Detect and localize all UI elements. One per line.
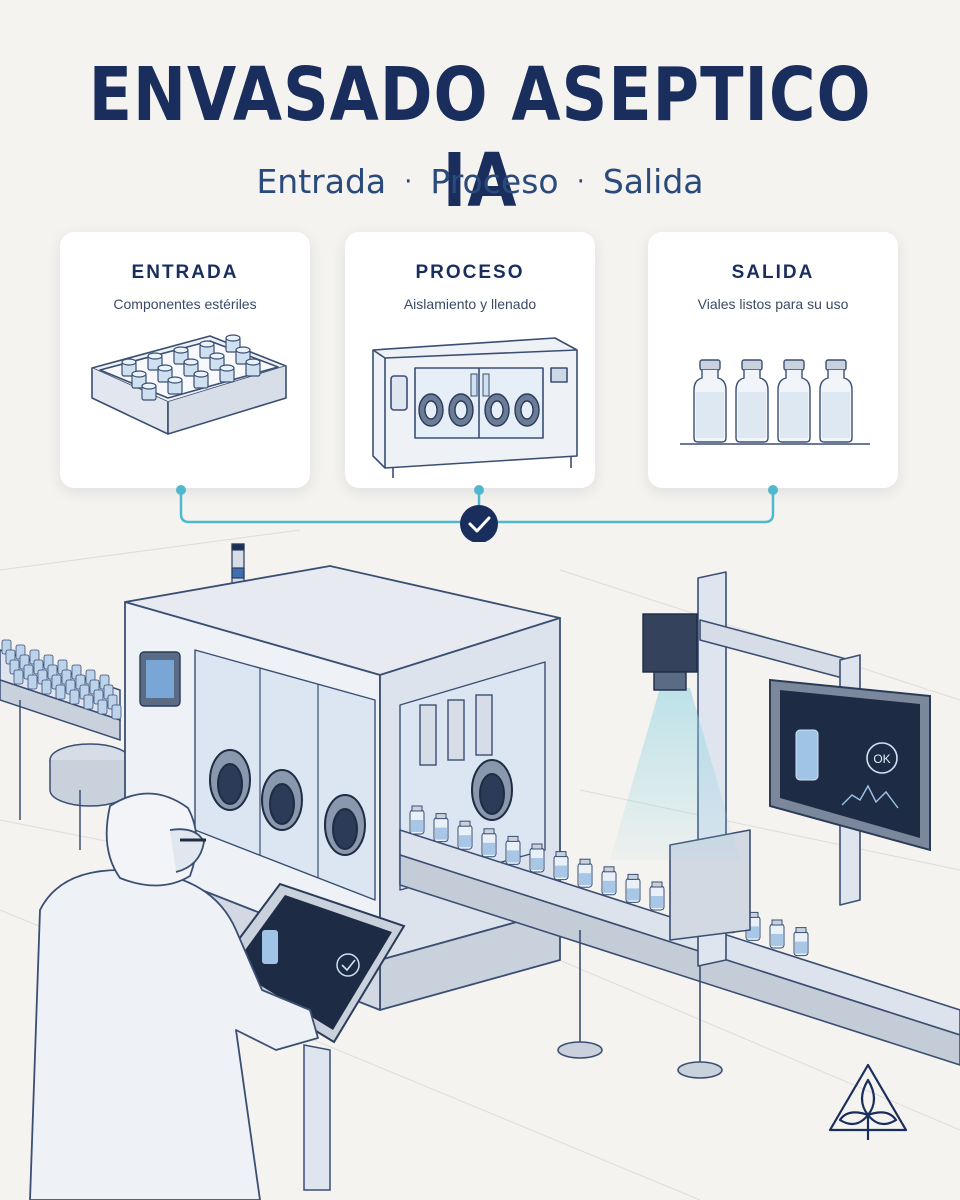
isolator-machine-icon: [372, 337, 578, 478]
inspection-camera-icon: [642, 613, 698, 691]
flower-triangle-logo-icon: [828, 1063, 908, 1140]
glove-port-icon: [261, 769, 303, 831]
glove-port-icon: [324, 794, 366, 856]
subtitle-separator: ·: [404, 167, 413, 197]
conveyor-vial: [433, 813, 449, 843]
conveyor-vial: [793, 927, 809, 957]
card-description: Aislamiento y llenado: [403, 296, 537, 312]
glove-port-icon: [471, 759, 513, 821]
conveyor-vial: [481, 828, 497, 858]
process-subtitle: Entrada · Proceso · Salida: [0, 162, 960, 201]
infeed-vial: [83, 694, 94, 710]
tray-vial: [235, 346, 251, 365]
output-vial-icon: [693, 359, 727, 443]
tray-vial: [167, 376, 183, 395]
infeed-vial: [27, 674, 38, 690]
production-line-scene: OK: [0, 529, 960, 1200]
machine-hmi-screen: [139, 651, 181, 707]
conveyor-vial: [553, 851, 569, 881]
glove-port-icon: [484, 393, 510, 427]
monitor-status: OK: [873, 752, 890, 766]
tray-vial: [219, 364, 235, 383]
card-entrada: ENTRADA Componentes estériles: [60, 232, 310, 488]
tray-vial: [121, 358, 137, 377]
subtitle-step-salida: Salida: [602, 162, 704, 201]
output-vial-icon: [735, 359, 769, 443]
card-title: SALIDA: [731, 262, 815, 283]
process-connector: [176, 485, 778, 542]
tray-vial: [193, 370, 209, 389]
infeed-vial: [111, 704, 122, 720]
page-title: ENVASADO ASEPTICO IA: [88, 52, 872, 224]
check-circle-icon: [460, 505, 498, 542]
subtitle-step-proceso: Proceso: [430, 162, 559, 201]
glove-port-icon: [209, 749, 251, 811]
conveyor-vial: [649, 881, 665, 911]
conveyor-vial: [409, 805, 425, 835]
filling-heads: [419, 694, 493, 766]
card-title: ENTRADA: [131, 262, 239, 283]
card-description: Viales listos para su uso: [697, 296, 849, 312]
output-vial-icon: [819, 359, 853, 443]
vials-icon: [680, 359, 870, 445]
tray-vial: [245, 358, 261, 377]
conveyor-vial: [577, 858, 593, 888]
operator-figure: [29, 792, 319, 1200]
card-salida: SALIDA Viales listos para su uso: [648, 232, 898, 488]
tray-vial: [141, 382, 157, 401]
infeed-vial: [41, 679, 52, 695]
infeed-vial: [13, 669, 24, 685]
conveyor-vial: [505, 835, 521, 865]
vial-tray-icon: [91, 334, 287, 435]
card-proceso: PROCESO Aislamiento y llenado: [345, 232, 595, 488]
glove-port-icon: [514, 393, 540, 427]
output-vial-icon: [777, 359, 811, 443]
card-title: PROCESO: [415, 262, 525, 283]
conveyor-vial: [529, 843, 545, 873]
subtitle-step-entrada: Entrada: [256, 162, 387, 201]
conveyor-vial: [457, 820, 473, 850]
subtitle-separator: ·: [576, 167, 585, 197]
conveyor-vial: [769, 919, 785, 949]
card-description: Componentes estériles: [113, 296, 257, 312]
infeed-vial: [69, 689, 80, 705]
conveyor-vial: [625, 873, 641, 903]
inspection-monitor: OK: [769, 678, 931, 852]
infeed-vial: [55, 684, 66, 700]
glove-port-icon: [418, 393, 444, 427]
infeed-vial: [97, 699, 108, 715]
inspection-light-beam: [610, 688, 740, 860]
glove-port-icon: [448, 393, 474, 427]
conveyor-vial: [601, 866, 617, 896]
